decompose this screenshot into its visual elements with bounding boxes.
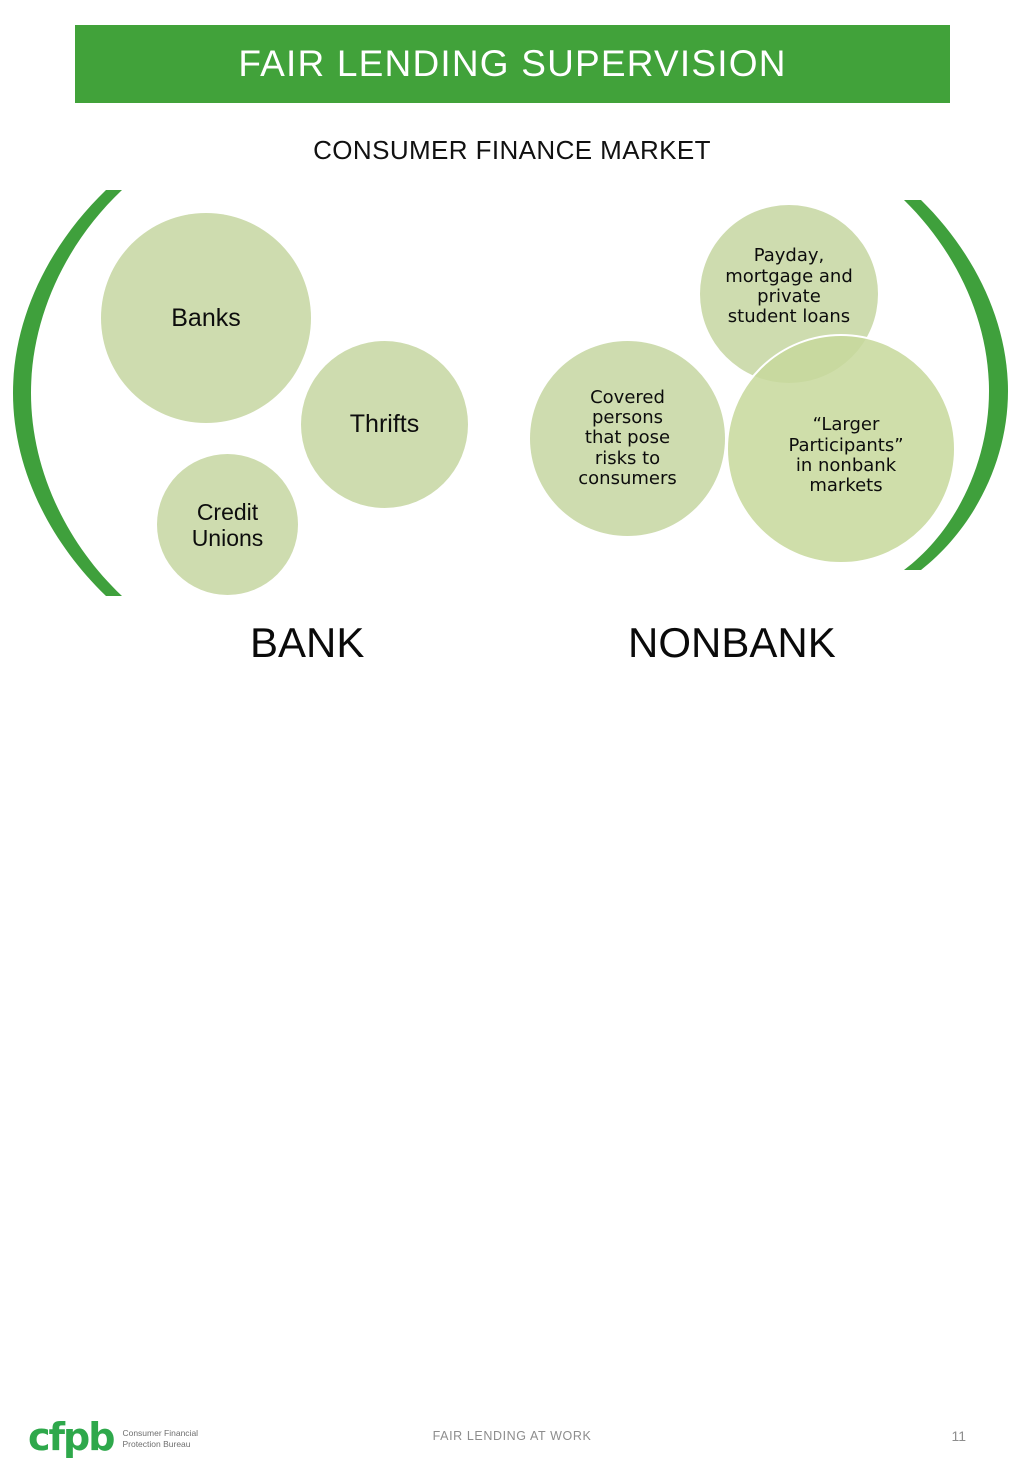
right-parenthesis-bracket-icon [904,200,1008,570]
bubble-payday-label: Payday, mortgage and private student loa… [725,245,853,328]
bubble-credit-unions: Credit Unions [157,454,298,595]
bubble-banks: Banks [101,213,311,423]
bubble-larger-participants: “Larger Participants” in nonbank markets [726,334,956,564]
footer-deck-title: FAIR LENDING AT WORK [432,1429,592,1443]
bubble-thrifts: Thrifts [301,341,468,508]
bubble-larger-participants-label: “Larger Participants” in nonbank markets [788,414,904,497]
bracket-arcs [13,190,1008,596]
left-parenthesis-bracket-icon [13,190,122,596]
bubble-covered-persons-label: Covered persons that pose risks to consu… [578,386,677,489]
bubble-banks-label: Banks [171,303,241,332]
page-title: FAIR LENDING SUPERVISION [238,43,787,84]
bubble-thrifts-label: Thrifts [349,410,420,439]
bubble-covered-persons: Covered persons that pose risks to consu… [530,341,725,536]
diagram-area [13,190,1008,596]
footer: cfpb Consumer Financial Protection Burea… [0,706,1024,1456]
footer-page-number: 11 [951,1428,966,1444]
slide-canvas: FAIR LENDING SUPERVISION CONSUMER FINANC… [0,25,1024,1456]
category-label-bank: BANK [250,619,365,666]
title-banner: FAIR LENDING SUPERVISION [75,25,950,103]
subtitle: CONSUMER FINANCE MARKET [313,135,711,165]
bubble-credit-unions-label: Credit Unions [191,498,264,551]
category-label-nonbank: NONBANK [628,619,836,666]
